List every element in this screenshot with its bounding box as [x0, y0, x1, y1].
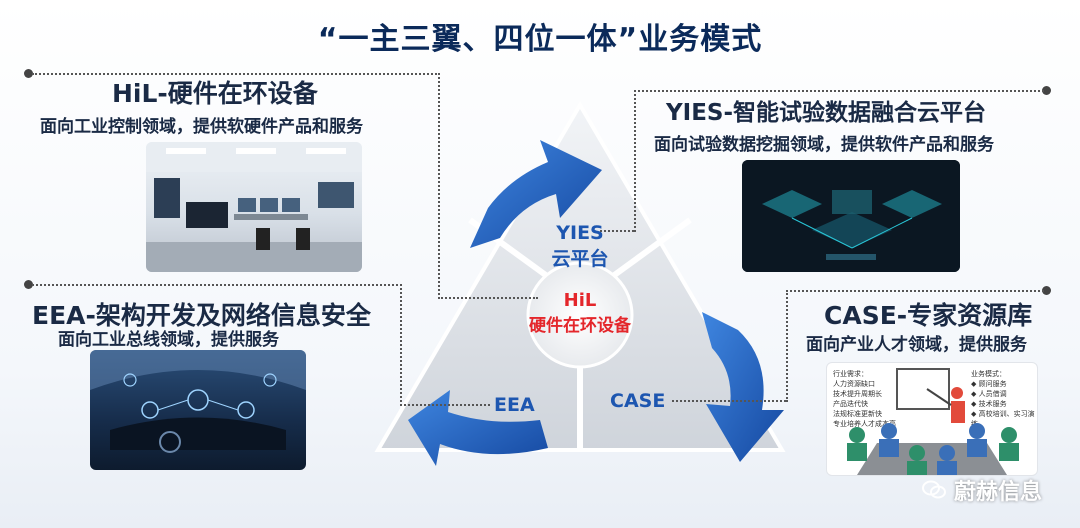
yies-label-line2: 云平台 [551, 248, 609, 270]
hil-heading: HiL-硬件在环设备 [112, 79, 318, 108]
hil-center-line1: HiL [563, 290, 597, 311]
connector-dot-yies [1042, 86, 1051, 95]
yies-platform-image [742, 160, 960, 272]
hil-lab-image [146, 142, 362, 272]
connector-case-bottom [672, 400, 786, 402]
connector-yies-bottom [600, 230, 634, 232]
case-model-title: 业务模式： [971, 370, 1006, 378]
yies-subtitle: 面向试验数据挖掘领域，提供软件产品和服务 [654, 135, 994, 155]
case-needs-title: 行业需求： [833, 370, 868, 378]
eea-heading: EEA-架构开发及网络信息安全 [32, 301, 371, 330]
eea-label: EEA [494, 394, 535, 416]
case-heading: CASE-专家资源库 [824, 301, 1033, 330]
connector-dot-case [1042, 286, 1051, 295]
connector-hil [32, 73, 440, 299]
connector-eea [32, 284, 402, 406]
watermark: 蔚赫信息 [921, 474, 1042, 506]
connector-yies [634, 90, 1044, 232]
case-model-item: ◆ 顾问服务 [971, 380, 1007, 388]
case-label: CASE [610, 390, 666, 412]
hil-subtitle: 面向工业控制领域，提供软硬件产品和服务 [40, 117, 363, 137]
case-needs-list: 行业需求： 人力资源缺口 技术提升周期长 产品迭代快 法规标准更新快 专业培养人… [833, 369, 896, 429]
case-subtitle: 面向产业人才领域，提供服务 [806, 335, 1027, 355]
center-disc [526, 261, 634, 369]
hil-center-label: HiL 硬件在环设备 [515, 290, 645, 336]
connector-eea-bottom [400, 404, 490, 406]
case-model-item: ◆ 技术服务 [971, 400, 1007, 408]
case-model-item: ◆ 人员借调 [971, 390, 1007, 398]
case-needs-item: 专业培养人才成本高 [833, 420, 896, 428]
hil-center-line2: 硬件在环设备 [529, 316, 631, 336]
arrow-top-left [470, 140, 602, 248]
page-title: “一主三翼、四位一体”业务模式 [317, 22, 763, 57]
connector-hil-bottom [438, 297, 538, 299]
yies-label: YIES 云平台 [542, 222, 618, 271]
case-needs-item: 法规标准更新快 [833, 410, 882, 418]
watermark-text: 蔚赫信息 [953, 480, 1042, 505]
wechat-icon [921, 480, 946, 500]
yies-label-line1: YIES [556, 222, 604, 244]
yies-heading: YIES-智能试验数据融合云平台 [666, 100, 987, 126]
eea-vehicle-network-image [90, 350, 306, 470]
eea-subtitle: 面向工业总线领域，提供服务 [58, 330, 279, 350]
case-expert-image: 行业需求： 人力资源缺口 技术提升周期长 产品迭代快 法规标准更新快 专业培养人… [826, 362, 1038, 476]
connector-dot-eea [24, 280, 33, 289]
connector-dot-hil [24, 69, 33, 78]
connector-case [786, 290, 1044, 402]
arrow-bottom-left [408, 390, 548, 466]
case-needs-item: 技术提升周期长 [833, 390, 882, 398]
arrow-right [702, 312, 784, 462]
case-needs-item: 人力资源缺口 [833, 380, 875, 388]
case-needs-item: 产品迭代快 [833, 400, 868, 408]
case-presentation-illustration [847, 368, 1019, 475]
